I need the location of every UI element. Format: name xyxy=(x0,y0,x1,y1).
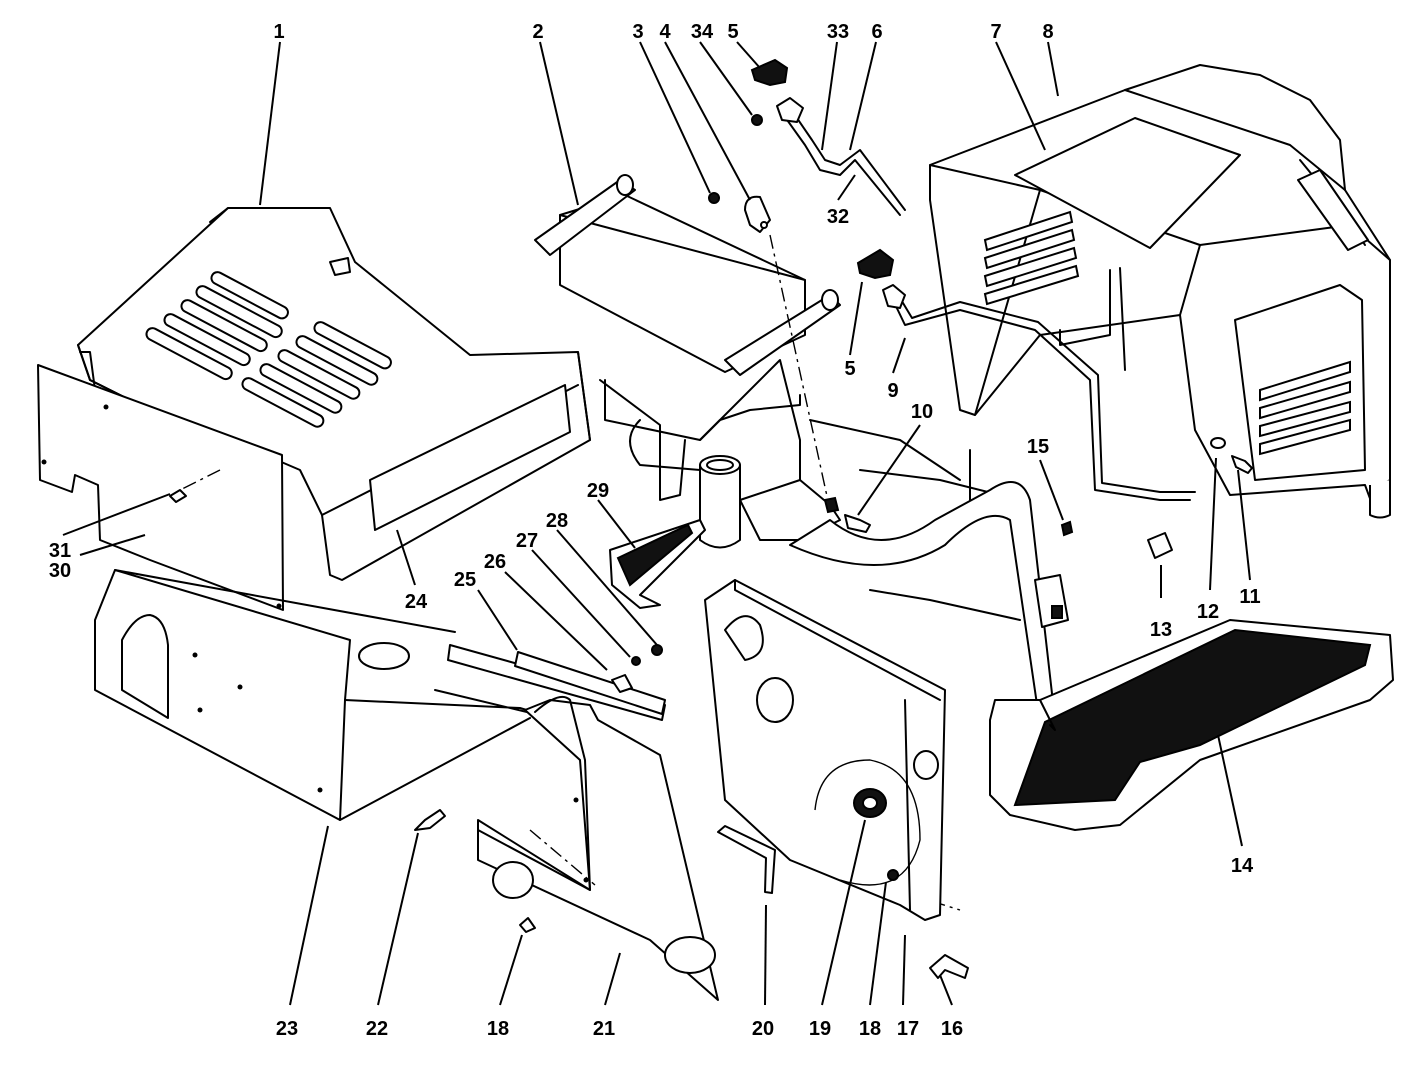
hood-louvers xyxy=(983,210,1351,456)
leader-lines xyxy=(62,41,1251,1006)
callout-8: 8 xyxy=(1042,21,1053,43)
callout-29: 29 xyxy=(587,480,609,502)
tube-part-9 xyxy=(882,284,1196,501)
bracket-part-20 xyxy=(717,825,776,894)
callout-27: 27 xyxy=(516,530,538,552)
callout-21: 21 xyxy=(593,1018,615,1040)
callout-13: 13 xyxy=(1150,619,1172,641)
callout-14: 14 xyxy=(1231,855,1254,877)
grommet-part-19 xyxy=(853,788,887,818)
callout-10: 10 xyxy=(911,401,933,423)
callout-16: 16 xyxy=(941,1018,963,1040)
fastener-bolts xyxy=(169,437,1253,933)
callout-6: 6 xyxy=(871,21,882,43)
callout-34: 34 xyxy=(691,21,714,43)
callout-2: 2 xyxy=(532,21,543,43)
lower-housing-part-23 xyxy=(94,569,561,821)
callout-19: 19 xyxy=(809,1018,831,1040)
shield-panel-part-30 xyxy=(37,364,284,611)
callout-15: 15 xyxy=(1027,436,1049,458)
callout-9: 9 xyxy=(887,380,898,402)
clamp-part-4 xyxy=(708,114,771,233)
callout-23: 23 xyxy=(276,1018,298,1040)
elbow-fittings-part-5 xyxy=(750,58,895,280)
callout-labels: 1 2 3 4 34 5 33 6 7 8 32 5 9 10 15 29 28… xyxy=(49,21,1261,1040)
block-part-13 xyxy=(1147,532,1173,559)
callout-26: 26 xyxy=(484,551,506,573)
callout-11: 11 xyxy=(1239,586,1260,608)
callout-18-right: 18 xyxy=(859,1018,881,1040)
side-panel-part-21 xyxy=(477,696,719,1001)
callout-32: 32 xyxy=(827,206,849,228)
strip-part-25 xyxy=(447,644,666,721)
callout-28: 28 xyxy=(546,510,568,532)
callout-1: 1 xyxy=(273,21,284,43)
callout-24: 24 xyxy=(405,591,428,613)
footplate-part-29 xyxy=(609,519,706,609)
callout-30: 30 xyxy=(49,560,71,582)
callout-5-mid: 5 xyxy=(844,358,855,380)
louver-vents xyxy=(145,271,392,428)
footplate-part-14 xyxy=(989,619,1394,831)
callout-7: 7 xyxy=(990,21,1001,43)
tube-part-6 xyxy=(776,97,906,216)
callout-33: 33 xyxy=(827,21,849,43)
bracket-part-16 xyxy=(929,954,969,979)
callout-17: 17 xyxy=(897,1018,919,1040)
callout-4: 4 xyxy=(659,21,671,43)
callout-20: 20 xyxy=(752,1018,774,1040)
callout-22: 22 xyxy=(366,1018,388,1040)
hood-part-7 xyxy=(929,64,1391,519)
callout-31: 31 xyxy=(49,540,71,562)
radiator-part-2 xyxy=(534,174,841,376)
bulkhead-part-17 xyxy=(704,574,1069,921)
callout-12: 12 xyxy=(1197,601,1219,623)
callout-5-top: 5 xyxy=(727,21,738,43)
top-cover-part-1 xyxy=(77,207,591,581)
callout-25: 25 xyxy=(454,569,476,591)
callout-18-left: 18 xyxy=(487,1018,509,1040)
callout-3: 3 xyxy=(632,21,643,43)
filler-neck-hose xyxy=(699,455,1056,726)
